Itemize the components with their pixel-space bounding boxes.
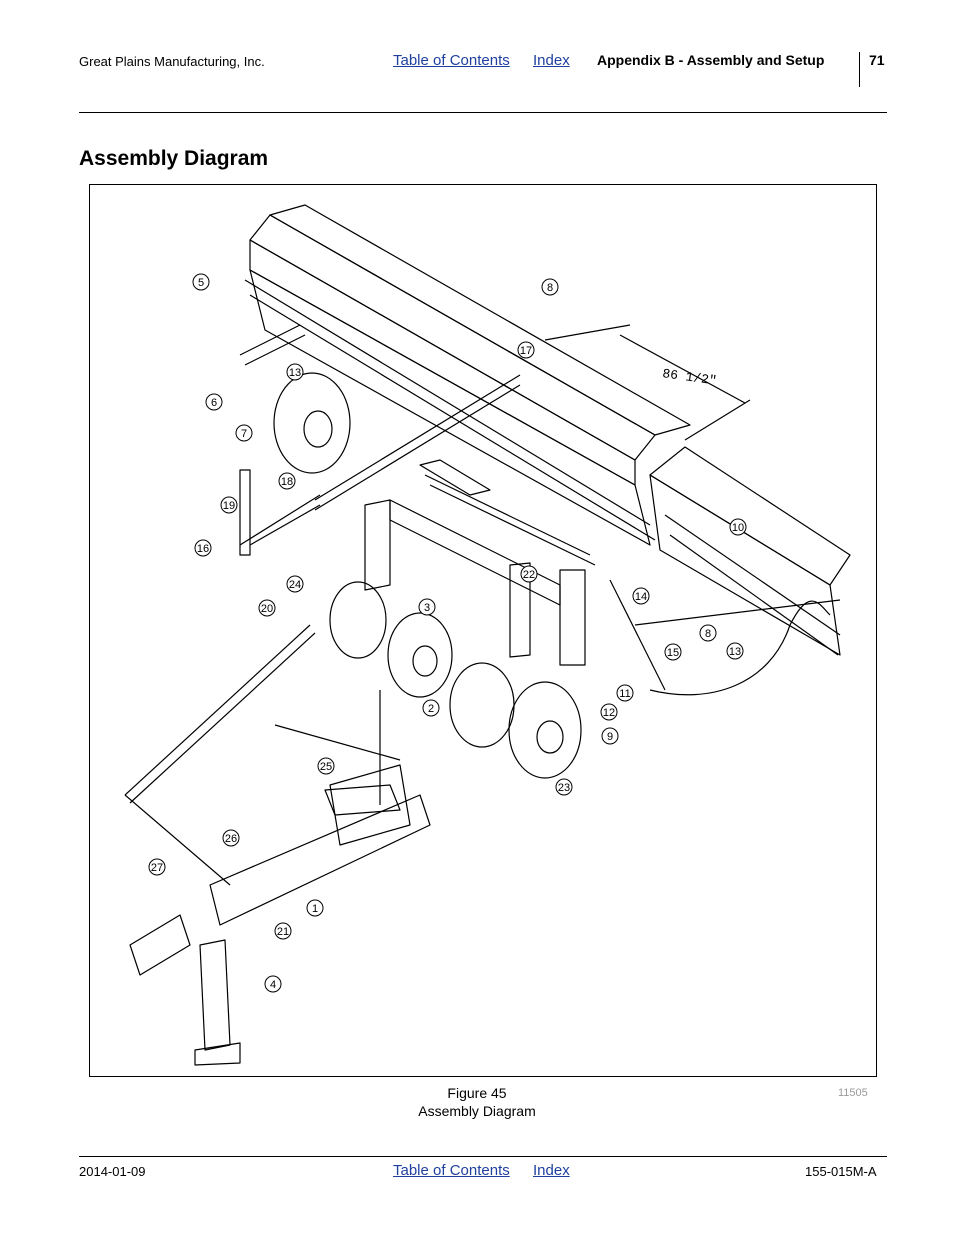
callout-19 — [220, 496, 238, 514]
svg-text:5: 5 — [198, 277, 204, 289]
svg-text:24: 24 — [289, 579, 301, 591]
svg-text:8: 8 — [705, 628, 711, 640]
callout-9 — [601, 727, 619, 745]
callout-6 — [205, 393, 223, 411]
document-number: 155-015M-A — [805, 1164, 877, 1179]
callout-8a — [541, 278, 559, 296]
page-number: 71 — [869, 52, 885, 68]
figure-caption: Assembly Diagram — [418, 1103, 536, 1119]
svg-text:2: 2 — [428, 703, 434, 715]
callout-25 — [317, 757, 335, 775]
footer-table-of-contents-link[interactable]: Table of Contents — [393, 1162, 510, 1179]
section-title: Appendix B - Assembly and Setup — [597, 52, 825, 68]
svg-text:23: 23 — [558, 782, 570, 794]
callout-21 — [274, 922, 292, 940]
callout-17 — [517, 341, 535, 359]
figure-number: Figure 45 — [447, 1085, 507, 1101]
callout-27 — [148, 858, 166, 876]
callout-20 — [258, 599, 276, 617]
svg-text:22: 22 — [523, 569, 535, 581]
svg-text:15: 15 — [667, 647, 679, 659]
index-link[interactable]: Index — [533, 52, 570, 69]
svg-text:13: 13 — [729, 646, 741, 658]
callout-10 — [729, 518, 747, 536]
svg-text:27: 27 — [151, 862, 163, 874]
callout-24 — [286, 575, 304, 593]
header-divider — [859, 52, 860, 87]
footer-date: 2014-01-09 — [79, 1164, 146, 1179]
callout-16 — [194, 539, 212, 557]
callout-1 — [306, 899, 324, 917]
callout-26 — [222, 829, 240, 847]
callout-12 — [600, 703, 618, 721]
svg-text:3: 3 — [424, 602, 430, 614]
svg-text:1: 1 — [312, 903, 318, 915]
svg-text:16: 16 — [197, 543, 209, 555]
callout-23 — [555, 778, 573, 796]
svg-text:8: 8 — [547, 282, 553, 294]
svg-text:12: 12 — [603, 707, 615, 719]
figure-code: 11505 — [838, 1087, 868, 1099]
table-of-contents-link[interactable]: Table of Contents — [393, 52, 510, 69]
callout-4 — [264, 975, 282, 993]
svg-text:26: 26 — [225, 833, 237, 845]
page-heading: Assembly Diagram — [79, 147, 269, 170]
svg-text:20: 20 — [261, 603, 273, 615]
svg-text:7: 7 — [241, 428, 247, 440]
svg-text:6: 6 — [211, 397, 217, 409]
callout-7 — [235, 424, 253, 442]
callout-8b — [699, 624, 717, 642]
company-name: Great Plains Manufacturing, Inc. — [79, 54, 265, 69]
header-rule — [79, 112, 887, 113]
footer-index-link[interactable]: Index — [533, 1162, 570, 1179]
callout-13b — [726, 642, 744, 660]
svg-text:4: 4 — [270, 979, 276, 991]
assembly-diagram-figure: 86 1/2" — [89, 184, 877, 1077]
svg-text:25: 25 — [320, 761, 332, 773]
callout-15 — [664, 643, 682, 661]
callout-13a — [286, 363, 304, 381]
svg-text:9: 9 — [607, 731, 613, 743]
callout-3 — [418, 598, 436, 616]
svg-text:18: 18 — [281, 476, 293, 488]
svg-text:17: 17 — [520, 345, 532, 357]
callout-2 — [422, 699, 440, 717]
svg-text:19: 19 — [223, 500, 235, 512]
assembly-drawing: 86 1/2" — [124, 204, 851, 1066]
footer-rule — [79, 1156, 887, 1157]
callout-18 — [278, 472, 296, 490]
svg-text:21: 21 — [277, 926, 289, 938]
callout-5 — [192, 273, 210, 291]
callout-22 — [520, 565, 538, 583]
svg-text:14: 14 — [635, 591, 647, 603]
callout-14 — [632, 587, 650, 605]
callout-11 — [616, 684, 634, 702]
svg-text:10: 10 — [732, 522, 744, 534]
dimension-label: 86 1/2" — [661, 366, 717, 388]
svg-text:11: 11 — [619, 688, 630, 700]
svg-text:13: 13 — [289, 367, 301, 379]
